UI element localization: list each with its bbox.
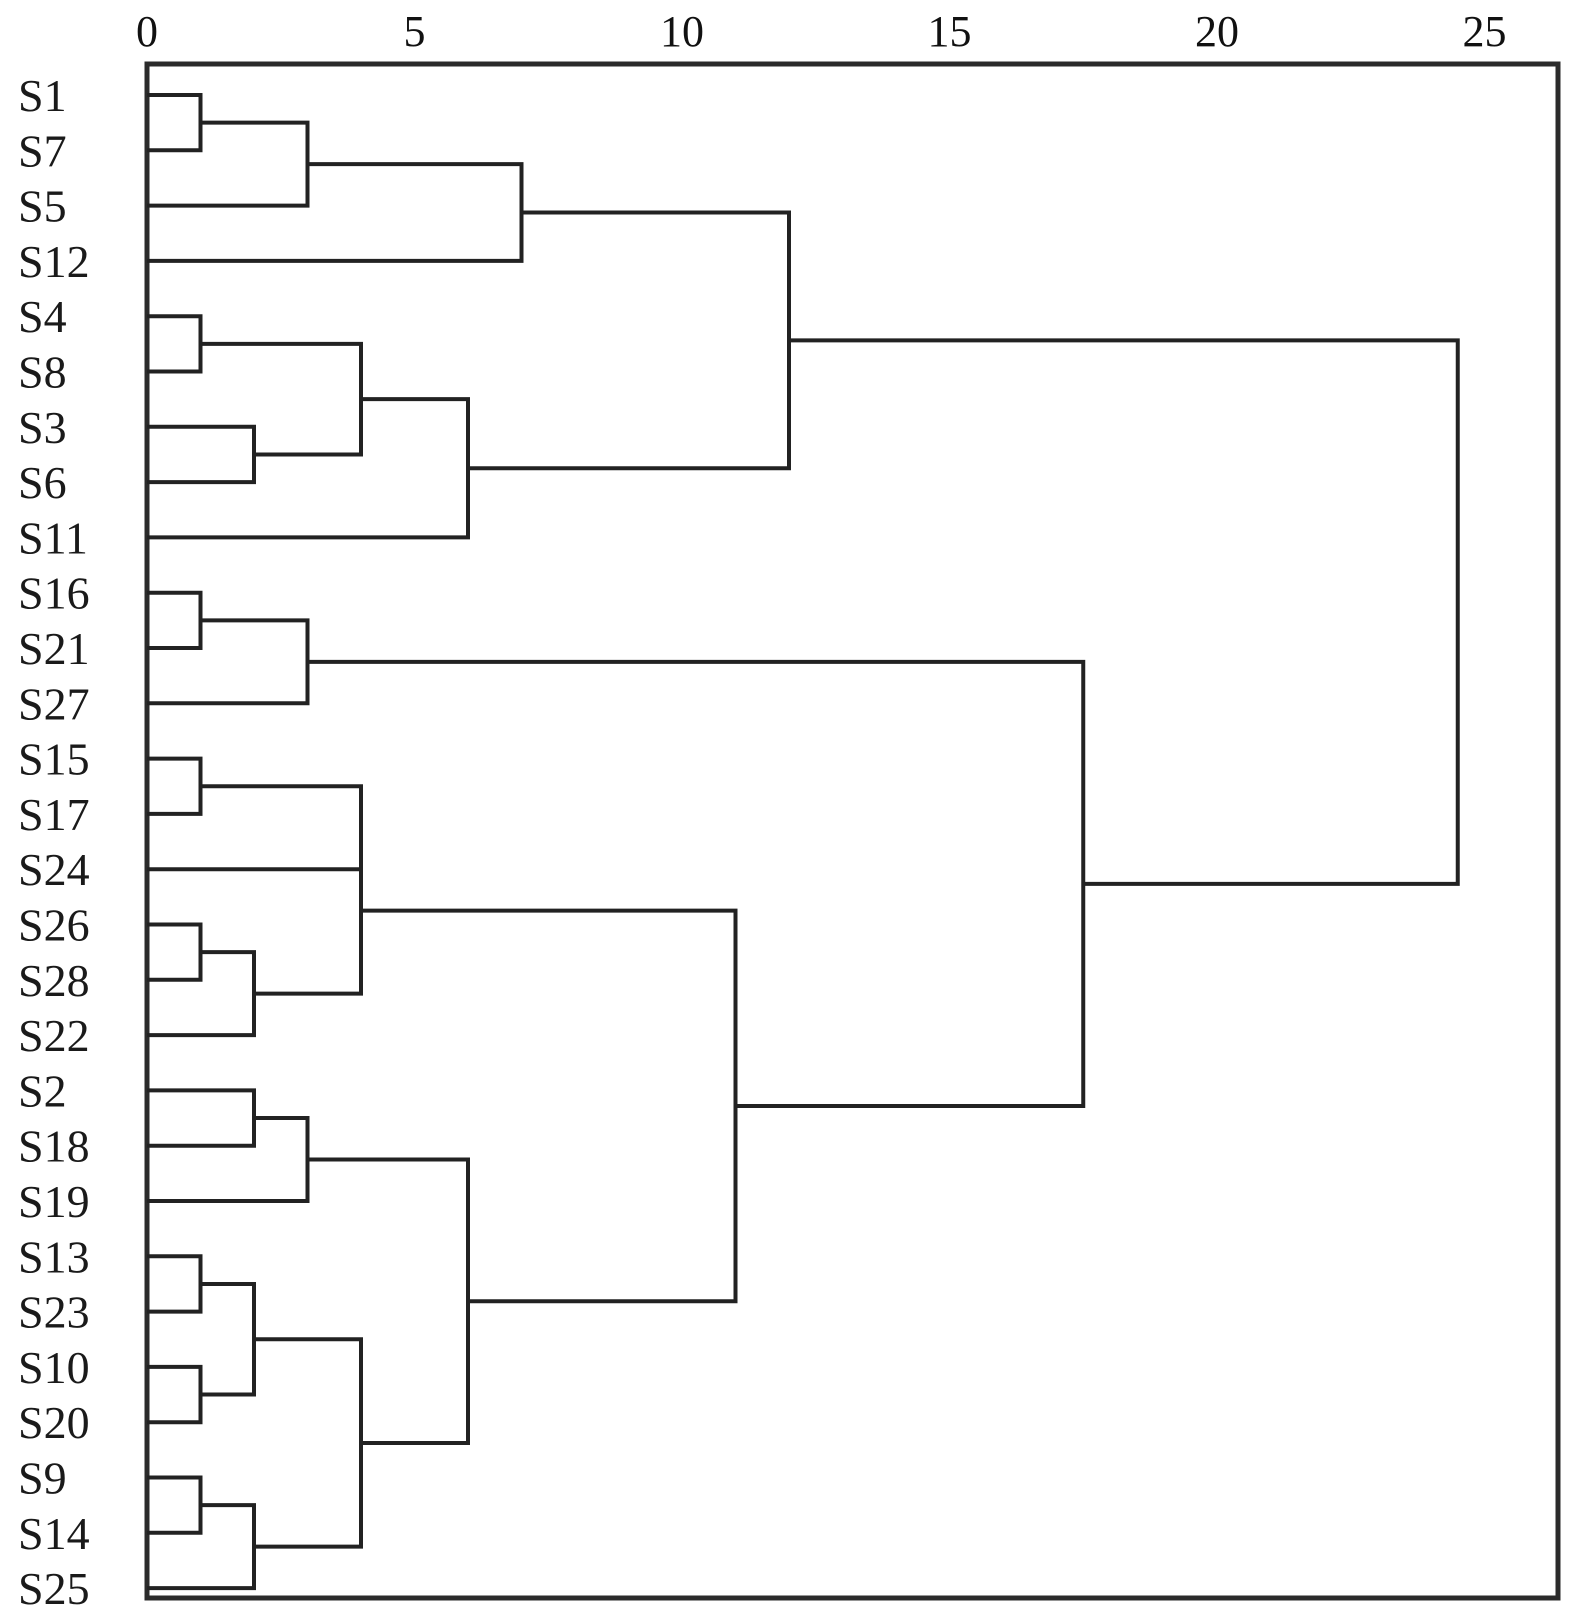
dendrogram-link-m5 [147,424,256,485]
dendrogram-link-m23 [254,1337,363,1549]
leaf-label-s15: S15 [18,734,90,785]
dendrogram-link-m13 [147,922,203,982]
dendrogram-link-m27 [789,338,1460,886]
dendrogram-link-m10 [147,618,310,706]
axis-tick-label-15: 15 [928,7,972,56]
leaf-label-s22: S22 [18,1010,90,1061]
leaf-label-s28: S28 [18,955,90,1006]
leaf-label-s3: S3 [18,402,67,453]
leaf-label-s23: S23 [18,1287,90,1338]
leaf-label-s21: S21 [18,623,90,674]
dendrogram-link-m6 [200,341,363,457]
dendrogram-link-m21 [147,1475,203,1535]
plot-frame [144,61,1561,1601]
leaf-label-s7: S7 [18,125,67,176]
dendrogram-link-m25 [361,908,738,1304]
leaf-label-s13: S13 [18,1231,90,1282]
dendrogram-link-m24 [307,1157,470,1445]
leaf-label-s8: S8 [18,347,67,398]
leaf-label-s12: S12 [18,236,90,287]
leaf-label-s26: S26 [18,900,90,951]
dendrogram-link-m2 [147,120,310,208]
leaf-label-s24: S24 [18,844,90,895]
leaf-label-s9: S9 [18,1453,67,1504]
dendrogram-link-m17 [147,1116,310,1203]
leaf-label-s20: S20 [18,1397,90,1448]
dendrogram-links [147,93,1460,1591]
leaf-label-s25: S25 [18,1563,90,1605]
leaf-label-s6: S6 [18,457,67,508]
leaf-label-s19: S19 [18,1176,90,1227]
leaf-label-s16: S16 [18,568,90,619]
leaf-label-s1: S1 [18,70,67,121]
leaf-label-s14: S14 [18,1508,90,1559]
dendrogram-link-m19 [147,1364,203,1425]
dendrogram-link-m20 [200,1281,256,1397]
dendrogram-link-m3 [147,162,524,263]
leaf-label-s27: S27 [18,678,90,729]
leaf-label-s10: S10 [18,1342,90,1393]
leaf-label-s5: S5 [18,181,67,232]
dendrogram-link-m15 [254,827,363,996]
leaf-label-s11: S11 [18,512,88,563]
leaf-labels: S1S7S5S12S4S8S3S6S11S16S21S27S15S17S24S2… [18,70,90,1605]
leaf-label-s17: S17 [18,789,90,840]
axis-tick-label-20: 20 [1195,7,1239,56]
leaf-label-s4: S4 [18,291,67,342]
axis-tick-label-25: 25 [1463,7,1507,56]
dendrogram-link-m12 [147,784,363,872]
dendrogram-link-m8 [468,210,791,471]
dendrogram-link-m26 [307,659,1086,1108]
axis-tick-label-10: 10 [660,7,704,56]
dendrogram-link-m1 [147,93,203,153]
axis-tick-label-5: 5 [404,7,426,56]
dendrogram-link-m11 [147,756,203,816]
dendrogram-link-m4 [147,314,203,374]
leaf-label-s2: S2 [18,1065,67,1116]
dendrogram-link-m18 [147,1254,203,1314]
dendrogram-link-m9 [147,590,203,650]
dendrogram-link-m16 [147,1088,256,1148]
axis-tick-labels: 0 5 10 15 20 25 [136,7,1507,56]
leaf-label-s18: S18 [18,1121,90,1172]
axis-tick-label-0: 0 [136,7,158,56]
dendrogram-link-m7 [147,397,470,540]
